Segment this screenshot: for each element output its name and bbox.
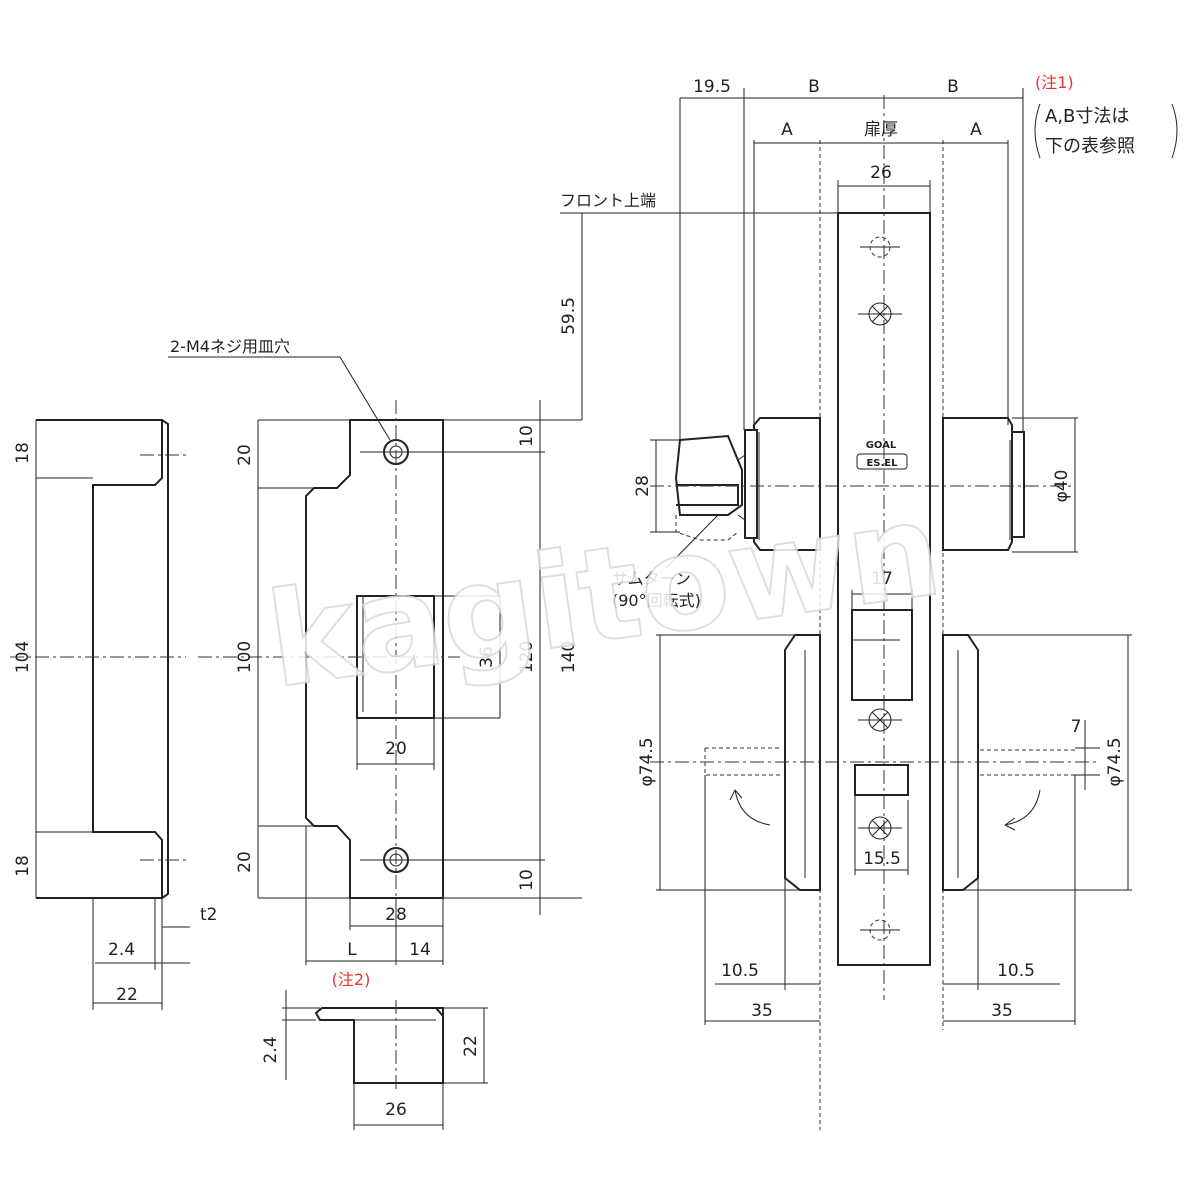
dim-rose-dia-right: φ74.5 bbox=[1105, 737, 1125, 786]
dim-thumbturn-h: 28 bbox=[633, 475, 653, 497]
cylinder-left bbox=[753, 417, 821, 551]
front-hole-top-dim: 10 bbox=[517, 425, 537, 447]
front-screw-top bbox=[860, 236, 900, 258]
side-t-dim: t2 bbox=[200, 905, 217, 925]
thumbturn-knob bbox=[674, 434, 746, 541]
thumbturn-label: サムターン bbox=[612, 569, 691, 588]
watermark: kagitown bbox=[259, 473, 949, 718]
front-bottom-dim: 20 bbox=[235, 851, 255, 873]
front-offset-dim: 14 bbox=[409, 940, 431, 960]
note1-line2: 下の表参照 bbox=[1045, 136, 1135, 157]
front-plate-w-dim: 28 bbox=[385, 905, 407, 925]
front-plate bbox=[837, 212, 931, 966]
front-screw-2 bbox=[858, 302, 902, 326]
front-overall-h-dim: 140 bbox=[559, 641, 579, 673]
front-l-dim: L bbox=[347, 940, 357, 960]
front-opening-w-dim: 20 bbox=[385, 739, 407, 759]
front-screw-3 bbox=[858, 708, 902, 732]
dim-front-w: 26 bbox=[870, 163, 892, 183]
logo-top: GOAL bbox=[866, 440, 897, 451]
box-thickness-dim: 2.4 bbox=[261, 1036, 281, 1063]
latch bbox=[851, 609, 913, 701]
dim-rose-proj-right: 35 bbox=[991, 1001, 1013, 1021]
dim-59-5: 59.5 bbox=[559, 297, 579, 335]
front-screw-4 bbox=[858, 816, 902, 840]
dim-b-left: B bbox=[808, 77, 820, 97]
note1-mark: (注1) bbox=[1035, 73, 1074, 92]
front-top-label: フロント上端 bbox=[560, 191, 656, 210]
front-hole-bottom-dim: 10 bbox=[517, 869, 537, 891]
strike-side-view: 18 104 18 t2 2.4 22 bbox=[10, 419, 217, 1010]
dim-cylinder-dia: φ40 bbox=[1052, 470, 1072, 503]
dim-rose-dia-left: φ74.5 bbox=[637, 737, 657, 786]
dim-19-5: 19.5 bbox=[693, 77, 731, 97]
front-screw-bottom bbox=[860, 919, 900, 941]
brand-logo: GOAL ES.EL bbox=[856, 440, 908, 470]
front-plate-h-dim: 120 bbox=[517, 641, 537, 673]
front-opening-h-dim: 36 bbox=[477, 646, 497, 668]
box-width-dim: 26 bbox=[385, 1100, 407, 1120]
deadbolt bbox=[854, 764, 909, 796]
front-top-dim: 20 bbox=[235, 444, 255, 466]
lock-assembly: GOAL ES.EL bbox=[559, 73, 1178, 1130]
dim-rose-thk-right: 10.5 bbox=[997, 961, 1035, 981]
dim-b-right: B bbox=[947, 77, 959, 97]
front-height-dim: 100 bbox=[235, 641, 255, 673]
side-width-dim: 22 bbox=[116, 985, 138, 1005]
dim-deadbolt-w: 15.5 bbox=[863, 849, 901, 869]
dim-rose-proj-left: 35 bbox=[751, 1001, 773, 1021]
dim-a-left: A bbox=[781, 120, 793, 140]
logo-bottom: ES.EL bbox=[866, 458, 898, 469]
thumbturn-type-label: (90°回転式) bbox=[612, 591, 701, 610]
side-bottom-dim: 18 bbox=[13, 855, 33, 877]
door-thickness-label: 扉厚 bbox=[864, 120, 898, 140]
box-depth-dim: 22 bbox=[461, 1035, 481, 1057]
screw-note: 2-M4ネジ用皿穴 bbox=[170, 337, 290, 356]
strike-box-view: 2.4 22 26 bbox=[261, 990, 488, 1130]
cylinder-right bbox=[942, 417, 1013, 551]
note1-line1: A,B寸法は bbox=[1045, 106, 1129, 127]
dim-rose-offset: 7 bbox=[1071, 717, 1082, 737]
side-offset-dim: 2.4 bbox=[108, 940, 135, 960]
strike-front-view: 2-M4ネジ用皿穴 20 100 20 10 10 36 120 140 20 … bbox=[168, 337, 582, 989]
note2-mark: (注2) bbox=[332, 970, 371, 989]
dim-a-right: A bbox=[970, 120, 982, 140]
dim-rose-thk-left: 10.5 bbox=[721, 961, 759, 981]
side-top-dim: 18 bbox=[13, 442, 33, 464]
dim-latch-w: 17 bbox=[871, 569, 893, 589]
side-height-dim: 104 bbox=[13, 641, 33, 673]
